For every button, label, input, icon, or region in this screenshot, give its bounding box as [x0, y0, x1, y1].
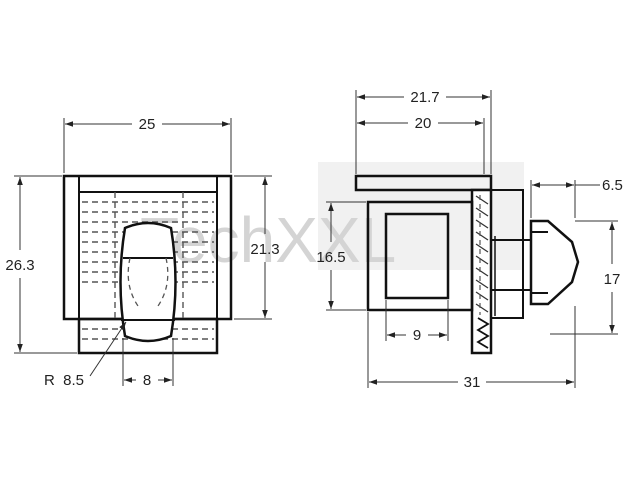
- front-dimensions: [14, 118, 272, 386]
- dim-inner-height-21-3: 21.3: [250, 241, 279, 258]
- dim-knob-height-17: 17: [604, 271, 621, 288]
- front-top-band: [78, 175, 218, 193]
- dim-slot-8: 8: [143, 372, 151, 389]
- side-window: [384, 212, 450, 300]
- watermark-text: TechXXL: [140, 204, 396, 276]
- side-knob: [529, 219, 580, 306]
- side-thread-hatch: [475, 195, 489, 313]
- front-dimension-labels: 25 26.3 21.3 R 8.5 8: [5, 116, 279, 389]
- front-view: [62, 174, 233, 355]
- dim-inner-top-20: 20: [415, 115, 432, 132]
- dim-flange-6-5: 6.5: [602, 177, 623, 194]
- dim-window-9: 9: [413, 327, 421, 344]
- side-body: [366, 200, 474, 312]
- dim-height-16-5: 16.5: [316, 249, 345, 266]
- cam-slot: [119, 221, 177, 343]
- side-dimension-labels: 21.7 20 6.5 16.5 17 9 31: [316, 89, 622, 391]
- side-top-flange: [354, 174, 493, 192]
- side-view: [354, 174, 580, 355]
- dim-overall-length-31: 31: [464, 374, 481, 391]
- side-dimensions: [326, 90, 618, 388]
- dim-height-26-3: 26.3: [5, 257, 34, 274]
- dim-overall-top-21-7: 21.7: [410, 89, 439, 106]
- dim-radius-8-5: R 8.5: [44, 372, 84, 389]
- dim-width-25: 25: [139, 116, 156, 133]
